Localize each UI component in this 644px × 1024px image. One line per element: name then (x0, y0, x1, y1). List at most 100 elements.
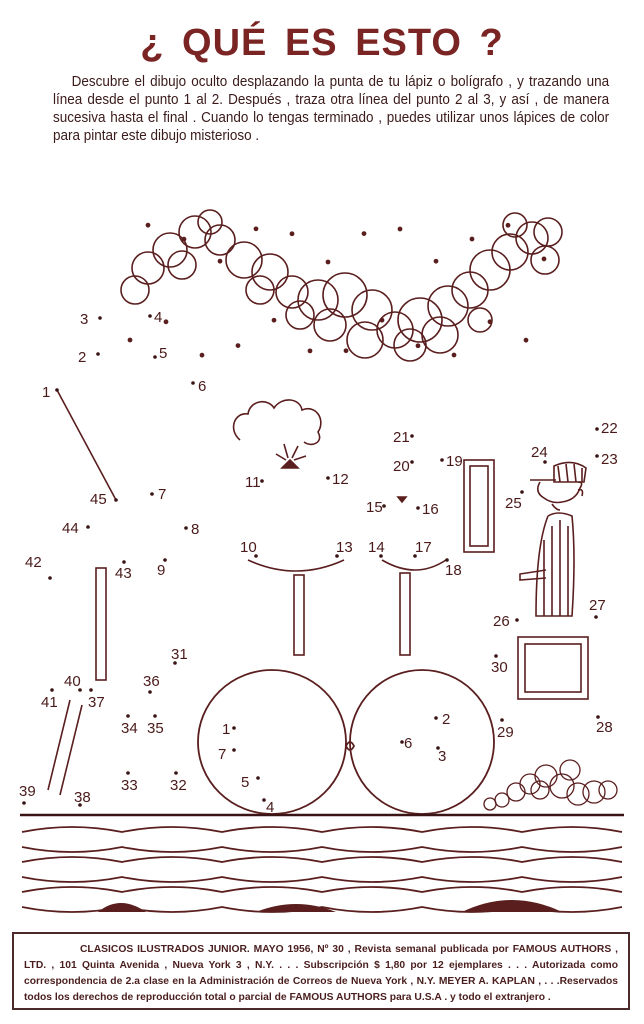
dot-point (595, 427, 599, 431)
smoke-puff (152, 232, 188, 268)
dot-point (254, 554, 258, 558)
wave-line (21, 826, 623, 833)
dot-label: 44 (62, 520, 79, 537)
smoke-speck (325, 259, 331, 265)
rock (519, 773, 541, 795)
dot-label: 21 (393, 429, 410, 446)
dot-point (150, 492, 154, 496)
dot-point (416, 506, 420, 510)
dot-point (335, 554, 339, 558)
smoke-puff (533, 217, 563, 247)
dot-label: 41 (41, 694, 58, 711)
dot-point (86, 525, 90, 529)
wheel-dot-label: 6 (404, 735, 412, 752)
smoke-speck (235, 343, 241, 348)
dot-point (174, 771, 178, 775)
dot-label: 1 (42, 384, 50, 401)
dot-point (78, 688, 82, 692)
smoke-speck (289, 231, 295, 237)
smoke-puff (427, 285, 469, 327)
dot-point (440, 458, 444, 462)
smoke-puff (451, 271, 489, 309)
dot-point (184, 526, 188, 530)
dot-point (260, 479, 264, 483)
wheel-dot-label: 3 (438, 748, 446, 765)
dot-label: 12 (332, 471, 349, 488)
smoke-speck (127, 337, 133, 343)
rocks-pile (483, 759, 618, 811)
dot-label: 39 (19, 783, 36, 800)
smoke-speck (163, 319, 169, 325)
smoke-puff (502, 212, 528, 238)
wheel-dot-label: 5 (241, 774, 249, 791)
dot-point (50, 688, 54, 692)
smoke-puff (393, 328, 427, 362)
smoke-speck (343, 348, 349, 354)
dot-label: 28 (596, 719, 613, 736)
dot-point (153, 355, 157, 359)
dot-label: 33 (121, 777, 138, 794)
rock (549, 773, 575, 799)
wheel-dot-label: 1 (222, 721, 230, 738)
smoke-puff (225, 241, 263, 279)
smoke-speck (451, 352, 457, 358)
dot-point (191, 381, 195, 385)
dot-label: 24 (531, 444, 548, 461)
dot-point (520, 490, 524, 494)
smoke-puff (346, 321, 384, 359)
dot-label: 30 (491, 659, 508, 676)
dot-point (55, 388, 59, 392)
smoke-speck (415, 343, 421, 349)
rock (582, 780, 606, 804)
dot-label: 14 (368, 539, 385, 556)
dot-label: 37 (88, 694, 105, 711)
dot-point (410, 434, 414, 438)
dot-point (595, 454, 599, 458)
dot-point (22, 801, 26, 805)
smoke-puff (491, 233, 529, 271)
smoke-puff (397, 297, 443, 343)
dot-point (114, 498, 118, 502)
wave-line (21, 886, 623, 893)
smoke-speck (253, 226, 259, 232)
dot-label: 29 (497, 724, 514, 741)
dot-point (500, 718, 504, 722)
instructions-text: Descubre el dibujo oculto desplazando la… (53, 74, 610, 144)
smoke-speck (181, 236, 187, 242)
dot-point (543, 460, 547, 464)
smoke-puff (313, 308, 347, 342)
smoke-puff (167, 250, 197, 280)
smoke-puff (285, 300, 315, 330)
smoke-speck (199, 352, 205, 358)
smoke-speck (523, 337, 529, 343)
dot-label: 6 (198, 378, 206, 395)
smoke-puff (297, 279, 339, 321)
dot-point (382, 504, 386, 508)
dot-label: 42 (25, 554, 42, 571)
smoke-puff (178, 215, 212, 249)
smoke-puff (245, 275, 275, 305)
dot-label: 26 (493, 613, 510, 630)
rock (566, 782, 590, 806)
smoke-puff (467, 307, 493, 333)
dot-point (596, 715, 600, 719)
smoke-puff (204, 224, 236, 256)
dot-label: 35 (147, 720, 164, 737)
dot-label: 18 (445, 562, 462, 579)
smoke-speck (379, 317, 385, 323)
wave-line (21, 876, 623, 883)
dot-label: 11 (245, 474, 261, 491)
wheel-dot-point (436, 746, 440, 750)
rock (506, 782, 526, 802)
dot-point (126, 771, 130, 775)
page-title: ¿ QUÉ ES ESTO ? (140, 22, 504, 64)
dot-point (98, 316, 102, 320)
dot-label: 45 (90, 491, 107, 508)
wheel-dot-point (434, 716, 438, 720)
dot-label: 27 (589, 597, 606, 614)
smoke-speck (541, 256, 547, 262)
wheel-dot-point (256, 776, 260, 780)
wave-line (21, 846, 623, 853)
dot-point (515, 618, 519, 622)
dot-label: 8 (191, 521, 199, 538)
